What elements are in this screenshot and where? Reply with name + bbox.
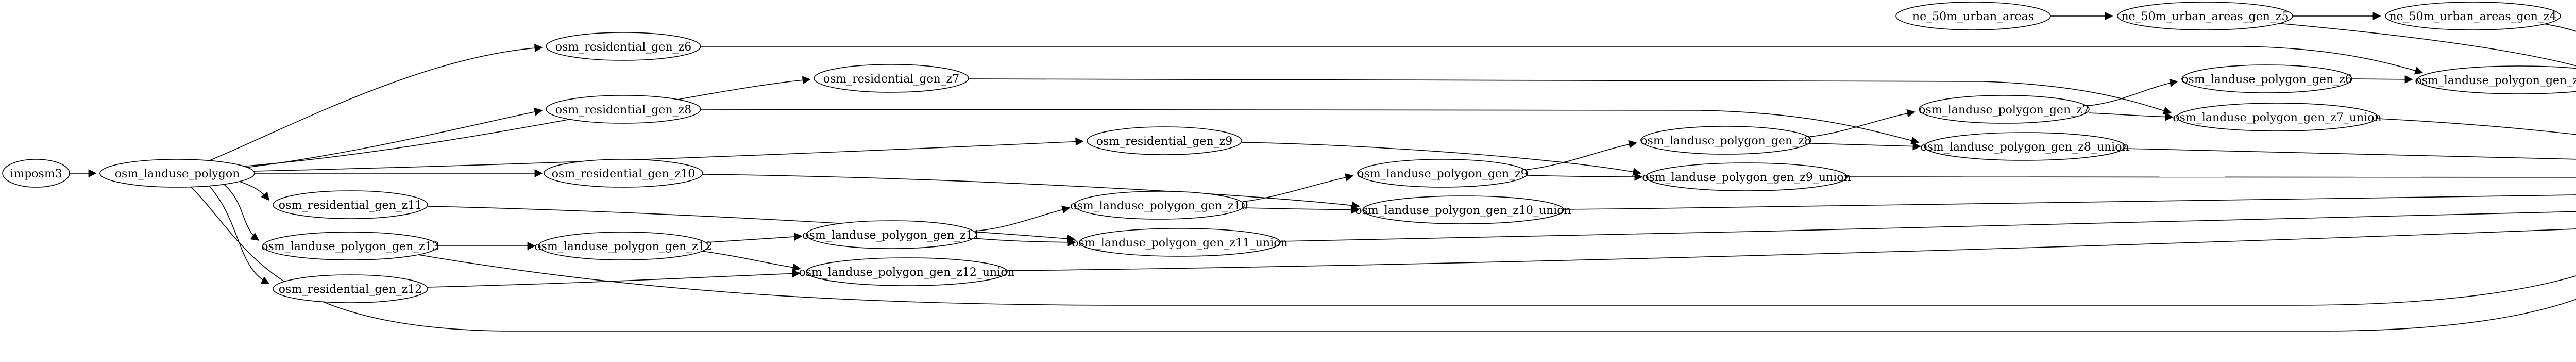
edge-osm_landuse_polygon-osm_residential_gen_z9 xyxy=(253,137,1084,172)
edge-osm_landuse_polygon_gen_z9-osm_landuse_polygon_gen_z8 xyxy=(1526,140,1637,170)
node-osm_landuse_polygon_gen_z8_union: osm_landuse_polygon_gen_z8_union xyxy=(1920,132,2129,161)
node-label: osm_landuse_polygon_gen_z10_union xyxy=(1355,204,1571,217)
node-osm_residential_gen_z9: osm_residential_gen_z9 xyxy=(1087,126,1242,155)
edge-osm_landuse_polygon_gen_z11_union-layer_z11 xyxy=(1280,211,2576,242)
edge-osm_landuse_polygon_gen_z8_union-layer_z8 xyxy=(2125,148,2576,160)
edge-osm_landuse_polygon_gen_z8-osm_landuse_polygon_gen_z7 xyxy=(1809,109,1916,137)
edge-osm_residential_gen_z7-osm_landuse_polygon_gen_z7_union xyxy=(968,78,2172,115)
edge-osm_landuse_polygon-layer_z14 xyxy=(189,185,2576,332)
node-osm_landuse_polygon_gen_z10: osm_landuse_polygon_gen_z10 xyxy=(1070,191,1248,220)
node-osm_landuse_polygon_gen_z12: osm_landuse_polygon_gen_z12 xyxy=(534,232,713,260)
node-osm_landuse_polygon_gen_z13: osm_landuse_polygon_gen_z13 xyxy=(261,232,439,260)
node-label: osm_landuse_polygon_gen_z10 xyxy=(1070,200,1248,212)
node-osm_landuse_polygon_gen_z9: osm_landuse_polygon_gen_z9 xyxy=(1357,159,1528,188)
node-label: ne_50m_urban_areas_gen_z4 xyxy=(2389,10,2556,23)
node-label: osm_residential_gen_z12 xyxy=(279,283,422,296)
node-label: osm_residential_gen_z10 xyxy=(552,168,695,180)
node-osm_landuse_polygon_gen_z12_union: osm_landuse_polygon_gen_z12_union xyxy=(799,257,1015,286)
edge-osm_landuse_polygon_gen_z13-layer_z13 xyxy=(412,253,2576,306)
node-label: osm_landuse_polygon_gen_z13 xyxy=(261,240,439,253)
node-label: ne_50m_urban_areas_gen_z5 xyxy=(2121,10,2289,23)
node-osm_landuse_polygon: osm_landuse_polygon xyxy=(99,159,255,188)
node-osm_residential_gen_z8: osm_residential_gen_z8 xyxy=(546,95,701,124)
node-label: osm_landuse_polygon_gen_z7_union xyxy=(2173,111,2381,124)
edge-osm_landuse_polygon-osm_residential_gen_z7 xyxy=(234,76,811,168)
node-ne_50m_urban_areas: ne_50m_urban_areas xyxy=(1895,2,2051,30)
edge-ne_50m_urban_areas_gen_z5-layer_z5 xyxy=(2277,23,2576,67)
edge-osm_residential_gen_z11-osm_landuse_polygon_gen_z11_union xyxy=(427,206,1076,243)
edge-osm_landuse_polygon-osm_residential_gen_z12 xyxy=(207,183,270,284)
node-label: osm_residential_gen_z7 xyxy=(823,73,959,86)
node-osm_residential_gen_z7: osm_residential_gen_z7 xyxy=(814,64,969,93)
node-osm_landuse_polygon_gen_z8: osm_landuse_polygon_gen_z8 xyxy=(1640,126,1811,155)
nodes: imposm3 osm_landuse_polygon osm_resident… xyxy=(2,2,2576,303)
edge-osm_landuse_polygon-osm_residential_gen_z8 xyxy=(241,107,543,169)
node-label: osm_landuse_polygon_gen_z8 xyxy=(1640,135,1811,147)
edge-osm_residential_gen_z12-osm_landuse_polygon_gen_z12_union xyxy=(427,269,801,288)
edges xyxy=(70,12,2576,332)
edge-osm_residential_gen_z10-osm_landuse_polygon_gen_z10_union xyxy=(702,174,1360,210)
edge-osm_landuse_polygon_gen_z12-osm_landuse_polygon_gen_z12_union xyxy=(702,251,801,272)
node-ne_50m_urban_areas_gen_z5: ne_50m_urban_areas_gen_z5 xyxy=(2117,2,2293,30)
edge-osm_residential_gen_z9-osm_landuse_polygon_gen_z9_union xyxy=(1241,142,1641,176)
node-osm_residential_gen_z10: osm_residential_gen_z10 xyxy=(544,159,703,188)
node-label: osm_landuse_polygon_gen_z9 xyxy=(1357,168,1528,180)
node-ne_50m_urban_areas_gen_z4: ne_50m_urban_areas_gen_z4 xyxy=(2385,2,2561,30)
node-label: osm_landuse_polygon_gen_z7 xyxy=(1919,104,2089,117)
edge-osm_residential_gen_z8-osm_landuse_polygon_gen_z8_union xyxy=(700,109,1920,145)
node-label: osm_residential_gen_z8 xyxy=(555,104,691,117)
edge-osm_landuse_polygon_gen_z8-osm_landuse_polygon_gen_z8_union xyxy=(1810,142,1921,151)
edge-osm_landuse_polygon-osm_residential_gen_z6 xyxy=(206,44,543,162)
node-imposm3: imposm3 xyxy=(2,159,70,188)
node-label: osm_residential_gen_z9 xyxy=(1096,135,1232,148)
node-label: osm_landuse_polygon_gen_z6_union xyxy=(2415,74,2576,87)
node-label: osm_landuse_polygon_gen_z11 xyxy=(802,229,980,242)
node-label: imposm3 xyxy=(10,168,62,180)
node-label: osm_landuse_polygon_gen_z9_union xyxy=(1642,171,1851,184)
edge-osm_landuse_polygon_gen_z11-osm_landuse_polygon_gen_z11_union xyxy=(973,238,1076,246)
node-osm_landuse_polygon_gen_z6_union: osm_landuse_polygon_gen_z6_union xyxy=(2415,65,2576,94)
edge-osm_landuse_polygon_gen_z10_union-layer_z10 xyxy=(1563,194,2576,210)
edge-osm_landuse_polygon-osm_residential_gen_z11 xyxy=(232,179,270,201)
node-osm_landuse_polygon_gen_z10_union: osm_landuse_polygon_gen_z10_union xyxy=(1355,195,1571,224)
edge-osm_landuse_polygon_gen_z7-osm_landuse_polygon_gen_z6 xyxy=(2088,78,2178,106)
node-osm_landuse_polygon_gen_z9_union: osm_landuse_polygon_gen_z9_union xyxy=(1642,162,1851,191)
node-label: osm_residential_gen_z11 xyxy=(279,199,422,212)
node-label: osm_residential_gen_z6 xyxy=(555,41,691,54)
node-osm_residential_gen_z12: osm_residential_gen_z12 xyxy=(273,274,428,303)
node-label: osm_landuse_polygon_gen_z6 xyxy=(2181,73,2352,86)
edge-osm_landuse_polygon_gen_z11-osm_landuse_polygon_gen_z10 xyxy=(975,205,1071,232)
edge-osm_landuse_polygon_gen_z12-osm_landuse_polygon_gen_z11 xyxy=(706,232,803,243)
node-osm_landuse_polygon_gen_z7: osm_landuse_polygon_gen_z7 xyxy=(1919,95,2090,124)
edge-osm_landuse_polygon-osm_landuse_polygon_gen_z13 xyxy=(220,181,260,241)
node-osm_landuse_polygon_gen_z11: osm_landuse_polygon_gen_z11 xyxy=(802,220,980,249)
edge-osm_residential_gen_z6-osm_landuse_polygon_gen_z6_union xyxy=(701,46,2424,75)
node-label: osm_landuse_polygon xyxy=(115,168,240,180)
node-osm_landuse_polygon_gen_z11_union: osm_landuse_polygon_gen_z11_union xyxy=(1072,228,1288,257)
edge-osm_landuse_polygon_gen_z7_union-layer_z7 xyxy=(2377,118,2576,135)
edge-osm_landuse_polygon_gen_z10-osm_landuse_polygon_gen_z9 xyxy=(1243,173,1354,202)
node-label: osm_landuse_polygon_gen_z12_union xyxy=(799,266,1014,279)
node-label: osm_landuse_polygon_gen_z11_union xyxy=(1072,237,1287,250)
node-osm_residential_gen_z11: osm_residential_gen_z11 xyxy=(273,190,428,219)
node-osm_residential_gen_z6: osm_residential_gen_z6 xyxy=(546,32,701,61)
edge-osm_landuse_polygon_gen_z12_union-layer_z12 xyxy=(1007,228,2576,271)
node-label: ne_50m_urban_areas xyxy=(1912,10,2034,23)
edge-osm_landuse_polygon_gen_z7-osm_landuse_polygon_gen_z7_union xyxy=(2088,112,2174,121)
node-label: osm_landuse_polygon_gen_z12 xyxy=(534,240,712,253)
edge-ne_50m_urban_areas_gen_z4-layer_z4 xyxy=(2539,23,2576,32)
node-osm_landuse_polygon_gen_z6: osm_landuse_polygon_gen_z6 xyxy=(2181,64,2352,93)
node-label: osm_landuse_polygon_gen_z8_union xyxy=(1920,141,2129,154)
edge-osm_landuse_polygon_gen_z10-osm_landuse_polygon_gen_z10_union xyxy=(1243,205,1360,214)
node-osm_landuse_polygon_gen_z7_union: osm_landuse_polygon_gen_z7_union xyxy=(2173,103,2382,131)
edge-osm_landuse_polygon_gen_z9-osm_landuse_polygon_gen_z9_union xyxy=(1527,172,1643,181)
